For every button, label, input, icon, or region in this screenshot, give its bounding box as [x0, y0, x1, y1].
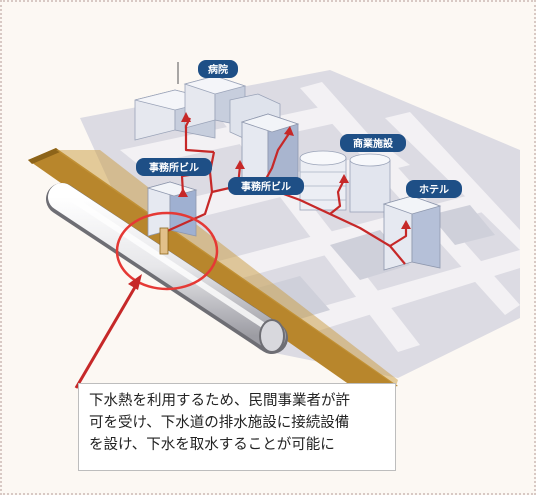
- label-hotel: ホテル: [406, 180, 462, 198]
- underground-section: [28, 148, 398, 392]
- sewer-pipe: [46, 183, 288, 354]
- office-tower-center: [240, 113, 300, 187]
- label-office-left: 事務所ビル: [136, 158, 212, 176]
- label-commercial-text: 商業施設: [353, 137, 394, 150]
- caption-line-2: 可を受け、下水道の排水施設に接続設備: [89, 415, 350, 431]
- label-commercial: 商業施設: [340, 134, 406, 152]
- hotel-building: [382, 195, 442, 271]
- label-hospital-text: 病院: [208, 63, 228, 76]
- label-office-center-text: 事務所ビル: [241, 180, 291, 193]
- label-hotel-text: ホテル: [419, 184, 449, 196]
- caption-line-1: 下水熱を利用するため、民間事業者が許: [89, 393, 350, 409]
- commercial-building: [299, 150, 391, 213]
- heat-route-arrows: [178, 112, 411, 229]
- buildings: [134, 62, 442, 271]
- caption-box: 下水熱を利用するため、民間事業者が許 可を受け、下水道の排水施設に接続設備 を設…: [78, 383, 396, 471]
- label-office-left-text: 事務所ビル: [149, 161, 199, 174]
- highlight-marker: [74, 211, 219, 389]
- label-office-center: 事務所ビル: [228, 177, 304, 195]
- caption-line-3: を設け、下水を取水することが可能に: [89, 437, 335, 453]
- connection-facility: [159, 227, 169, 255]
- label-hospital: 病院: [198, 60, 238, 78]
